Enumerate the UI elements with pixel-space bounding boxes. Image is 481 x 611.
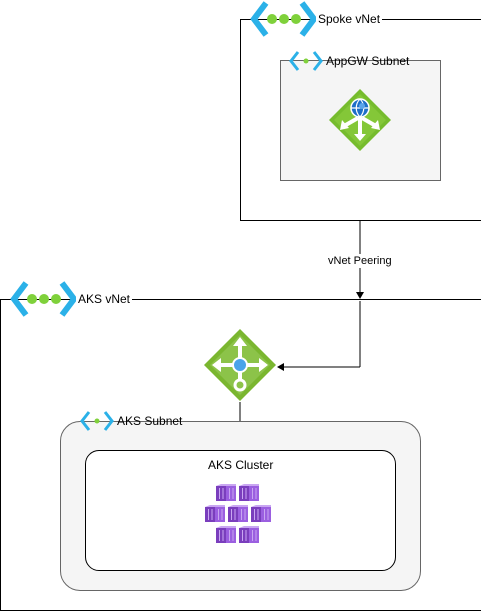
vnet-icon: [10, 281, 78, 317]
aks-cluster-label: AKS Cluster: [208, 458, 274, 472]
kubernetes-service-icon: [204, 483, 272, 544]
subnet-icon: [80, 411, 114, 431]
appgw-subnet-label: AppGW Subnet: [326, 54, 410, 68]
vnet-icon: [250, 1, 318, 37]
peering-label: vNet Peering: [326, 254, 394, 268]
spoke-vnet-label: Spoke vNet: [316, 12, 383, 26]
aks-subnet-label: AKS Subnet: [117, 414, 183, 428]
aks-vnet-label: AKS vNet: [76, 292, 133, 306]
subnet-icon: [289, 51, 323, 71]
application-gateway-icon: [329, 89, 391, 151]
load-balancer-icon: [204, 329, 276, 401]
